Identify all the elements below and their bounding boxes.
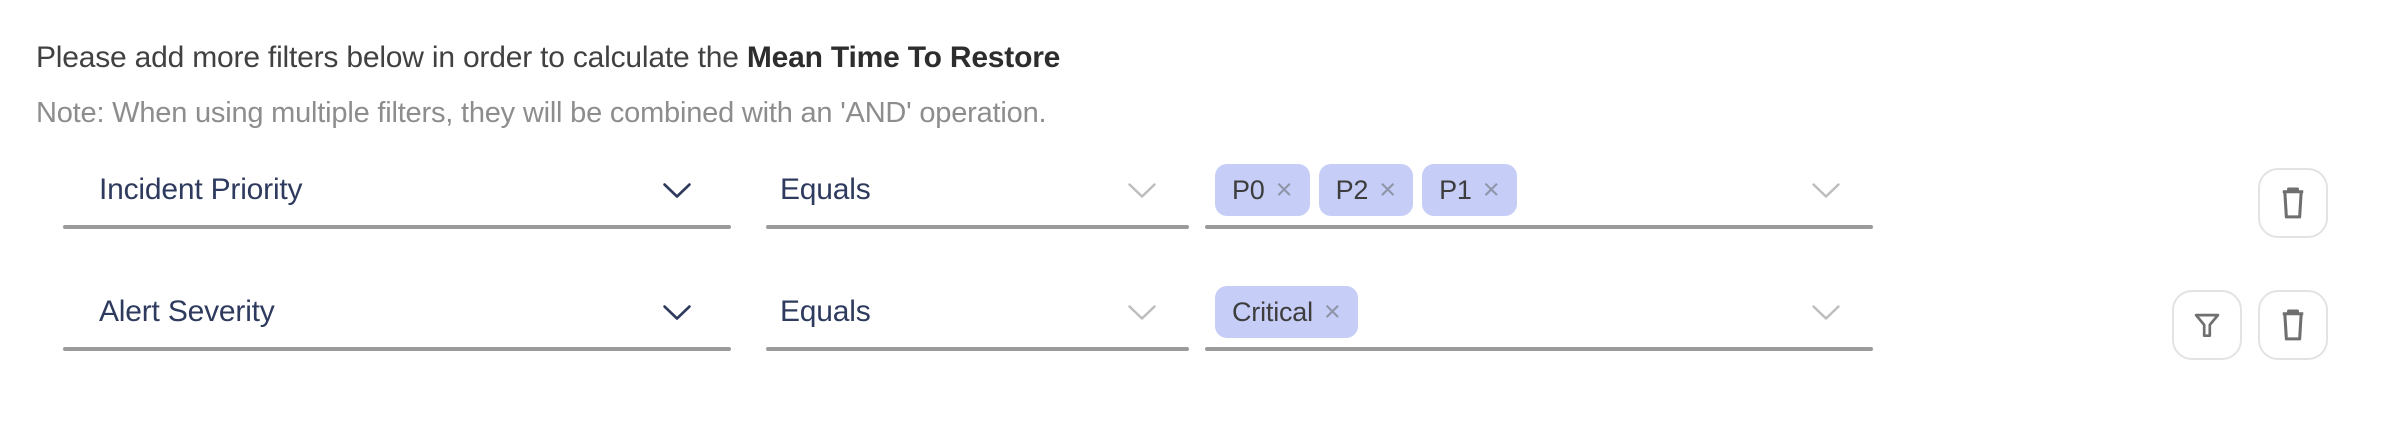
filter-row-incident-priority: Incident Priority Equals P0 × P2 × (0, 155, 2408, 238)
chip-label: Critical (1232, 296, 1313, 327)
intro-text: Please add more filters below in order t… (36, 40, 1060, 76)
note-text: Note: When using multiple filters, they … (36, 97, 1047, 129)
selected-values: P0 × P2 × P1 × (1215, 164, 1517, 216)
value-chip: Critical × (1215, 286, 1358, 338)
field-underline (766, 225, 1189, 229)
value-chip: P2 × (1318, 164, 1414, 216)
attribute-select[interactable]: Alert Severity (63, 277, 731, 351)
chevron-down-icon (663, 304, 691, 320)
trash-icon (2282, 309, 2304, 341)
intro-normal-text: Please add more filters below in order t… (36, 41, 747, 74)
values-multiselect[interactable]: Critical × (1205, 277, 1873, 351)
operator-select[interactable]: Equals (766, 155, 1189, 229)
field-underline (1205, 347, 1873, 351)
chip-label: P0 (1232, 174, 1265, 205)
chevron-down-icon (1128, 304, 1156, 320)
intro-metric-name: Mean Time To Restore (746, 41, 1061, 74)
field-underline (63, 347, 731, 351)
filter-action-button[interactable] (2172, 290, 2242, 360)
delete-filter-button[interactable] (2258, 290, 2328, 360)
operator-select-value: Equals (780, 295, 871, 328)
x-icon[interactable]: × (1482, 173, 1500, 206)
attribute-select[interactable]: Incident Priority (63, 155, 731, 229)
value-chip: P0 × (1215, 164, 1310, 216)
field-underline (1205, 225, 1873, 229)
chevron-down-icon (1812, 304, 1840, 320)
field-underline (766, 347, 1189, 351)
chevron-down-icon (1812, 182, 1840, 198)
filter-row-alert-severity: Alert Severity Equals Critical × (0, 277, 2408, 360)
chip-label: P1 (1439, 174, 1472, 205)
attribute-select-value: Incident Priority (99, 173, 303, 206)
chevron-down-icon (663, 182, 691, 198)
chevron-down-icon (1128, 182, 1156, 198)
trash-icon (2282, 187, 2304, 219)
field-underline (63, 225, 731, 229)
x-icon[interactable]: × (1275, 173, 1293, 206)
x-icon[interactable]: × (1323, 295, 1341, 328)
attribute-select-value: Alert Severity (99, 295, 275, 328)
values-multiselect[interactable]: P0 × P2 × P1 × (1205, 155, 1873, 229)
operator-select[interactable]: Equals (766, 277, 1189, 351)
chip-label: P2 (1335, 174, 1369, 205)
funnel-icon (2194, 313, 2220, 337)
value-chip: P1 × (1422, 164, 1517, 216)
delete-filter-button[interactable] (2258, 168, 2328, 238)
x-icon[interactable]: × (1379, 173, 1397, 206)
selected-values: Critical × (1215, 286, 1358, 338)
operator-select-value: Equals (780, 173, 871, 206)
